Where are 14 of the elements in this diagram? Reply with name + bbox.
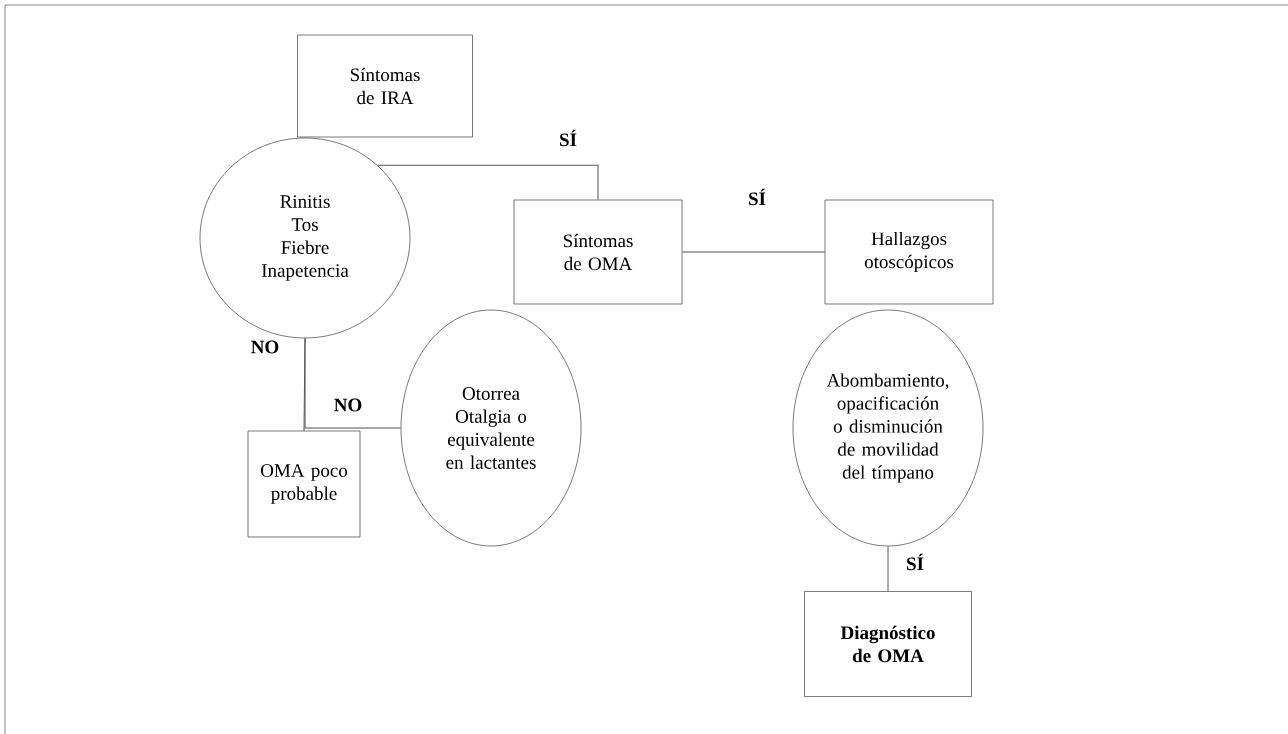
- connector-line: [681, 251, 826, 253]
- process-box: Hallazgos otoscópicos: [824, 199, 994, 305]
- process-box: Síntomas de OMA: [513, 199, 683, 305]
- connector-line: [887, 545, 889, 592]
- process-box: Diagnóstico de OMA: [804, 591, 972, 697]
- edge-label: SÍ: [749, 188, 766, 206]
- edge-label: SÍ: [560, 129, 577, 147]
- process-box: Síntomas de IRA: [297, 34, 473, 138]
- edge-label: SÍ: [907, 553, 924, 571]
- process-box: OMA poco probable: [247, 430, 361, 538]
- connector-line: [377, 164, 599, 201]
- connector-line: [304, 337, 402, 429]
- edge-label: NO: [334, 398, 362, 412]
- edge-label: NO: [251, 340, 279, 354]
